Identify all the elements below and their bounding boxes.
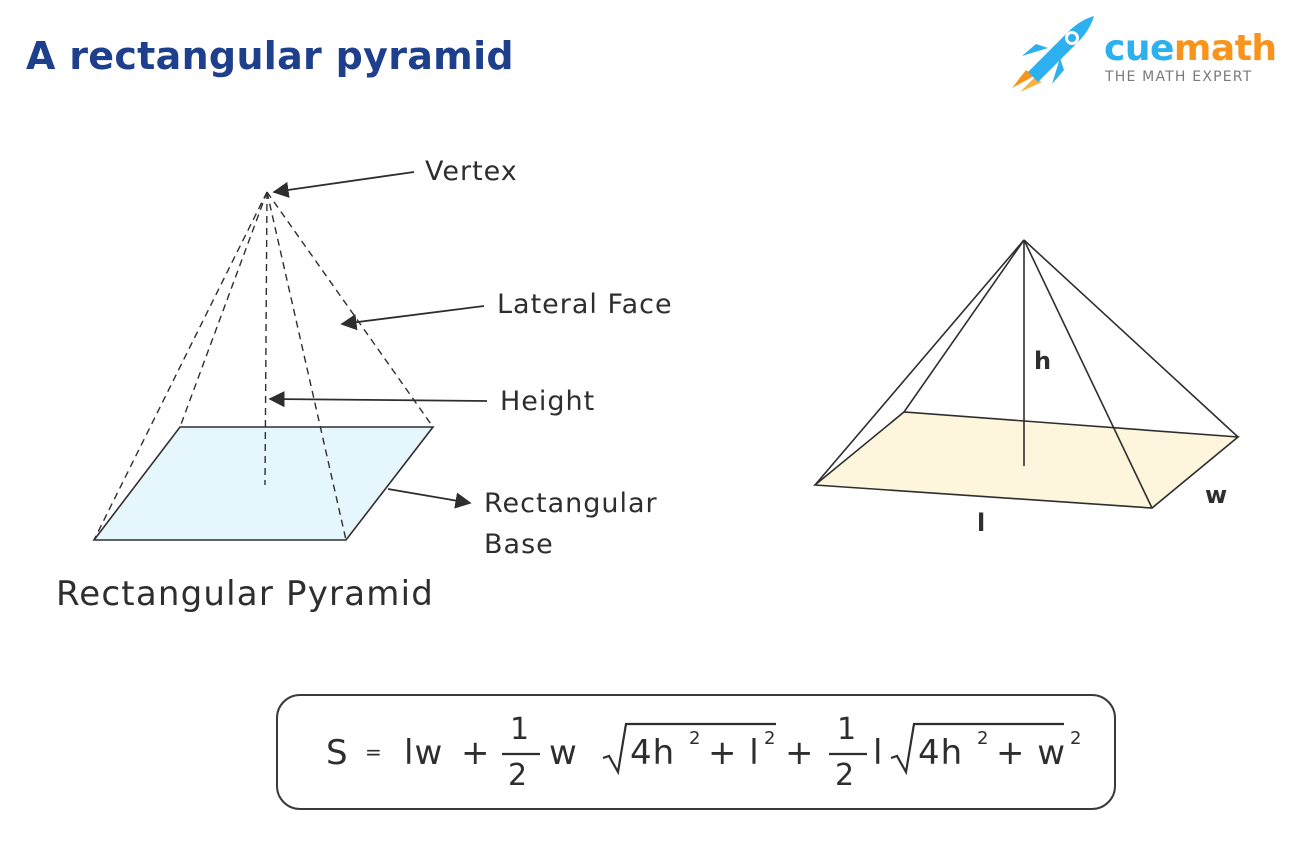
formula-lhs: S bbox=[326, 733, 349, 773]
right-edge bbox=[903, 239, 1025, 413]
formula-plus-w: + w bbox=[996, 733, 1067, 773]
width-dimension-label: w bbox=[1205, 481, 1228, 509]
radical-sign bbox=[890, 722, 1064, 776]
formula-w: w bbox=[549, 733, 578, 773]
diagram-caption: Rectangular Pyramid bbox=[56, 574, 435, 614]
formula-l: l bbox=[873, 733, 884, 773]
rectangular-base bbox=[92, 426, 435, 541]
formula-lw: lw bbox=[404, 733, 444, 773]
vertex-arrow bbox=[272, 171, 415, 198]
right-edge bbox=[1023, 239, 1153, 509]
cuemath-logo[interactable]: cuemath THE MATH EXPERT bbox=[1008, 14, 1278, 94]
brand-name: cuemath bbox=[1104, 28, 1277, 69]
brand-name-math: math bbox=[1173, 28, 1277, 69]
right-edge bbox=[814, 239, 1025, 486]
height-label: Height bbox=[500, 386, 596, 417]
lateral-edge bbox=[93, 191, 268, 541]
formula-exponent: 2 bbox=[1070, 728, 1083, 749]
rocket-icon bbox=[1012, 16, 1094, 92]
formula-exponent: 2 bbox=[764, 728, 777, 749]
lateral-edge bbox=[179, 191, 268, 428]
lateral-face-label: Lateral Face bbox=[497, 289, 673, 320]
formula-exponent: 2 bbox=[977, 728, 990, 749]
length-dimension-label: l bbox=[977, 509, 986, 537]
formula-exponent: 2 bbox=[689, 728, 702, 749]
formula-plus-l: + l bbox=[708, 733, 760, 773]
height-line bbox=[264, 191, 268, 486]
formula-graphics bbox=[502, 722, 1064, 776]
fraction-denominator: 2 bbox=[835, 758, 856, 793]
base-arrow bbox=[387, 488, 472, 509]
formula-equals: = bbox=[365, 740, 383, 764]
lateral-edge bbox=[266, 191, 434, 428]
formula-plus: + bbox=[785, 733, 815, 773]
right-base bbox=[812, 411, 1241, 509]
formula-4h: 4h bbox=[630, 733, 676, 773]
brand-name-cue: cue bbox=[1104, 28, 1174, 69]
fraction-denominator: 2 bbox=[508, 758, 529, 793]
surface-area-formula-box bbox=[276, 694, 1116, 810]
left-pyramid bbox=[92, 171, 488, 541]
brand-tagline: THE MATH EXPERT bbox=[1105, 69, 1253, 85]
page-title: A rectangular pyramid bbox=[26, 34, 514, 78]
right-pyramid bbox=[812, 239, 1241, 509]
base-label-line2: Base bbox=[484, 529, 554, 560]
fraction-numerator: 1 bbox=[510, 712, 531, 747]
base-label-line1: Rectangular bbox=[484, 488, 658, 519]
radical-sign bbox=[602, 722, 776, 776]
vertex-label: Vertex bbox=[425, 156, 518, 187]
height-dimension-label: h bbox=[1034, 347, 1052, 375]
formula-4h: 4h bbox=[918, 733, 964, 773]
right-edge bbox=[1023, 239, 1239, 438]
formula-plus: + bbox=[461, 733, 491, 773]
lateral-face-arrow bbox=[340, 305, 485, 331]
height-arrow bbox=[268, 391, 488, 408]
fraction-numerator: 1 bbox=[837, 712, 858, 747]
